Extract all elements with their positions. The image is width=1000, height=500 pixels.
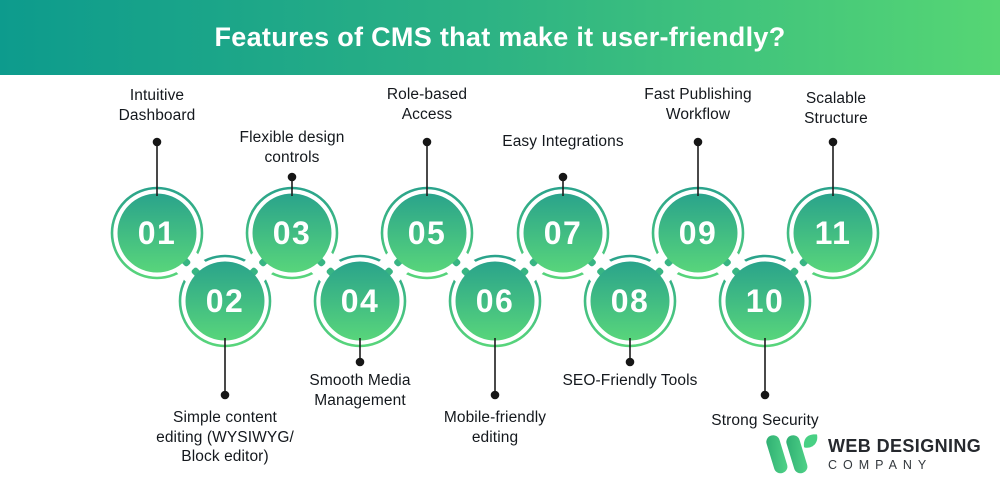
feature-label-05: Role-based Access (386, 86, 468, 123)
circle-fill-04 (320, 261, 400, 341)
feature-label-07: Easy Integrations (502, 133, 624, 150)
feature-label-06: Mobile-friendly editing (443, 409, 547, 446)
feature-label-10: Strong Security (711, 412, 819, 429)
feature-label-04: Smooth Media Management (309, 372, 411, 409)
connector-dot-01 (152, 137, 162, 147)
connector-dot-10 (760, 390, 770, 400)
header-banner: Features of CMS that make it user-friend… (0, 0, 1000, 75)
circle-fill-02 (185, 261, 265, 341)
circle-fill-03 (252, 193, 332, 273)
circle-fill-07 (523, 193, 603, 273)
feature-label-09: Fast Publishing Workflow (644, 86, 752, 123)
brand-logo: WEB DESIGNING COMPANY (762, 432, 981, 476)
connector-dot-07 (558, 172, 568, 182)
feature-label-11: Scalable Structure (804, 90, 868, 127)
feature-label-08: SEO-Friendly Tools (562, 372, 698, 389)
logo-w-icon (766, 434, 818, 474)
circle-fill-06 (455, 261, 535, 341)
circle-fill-05 (387, 193, 467, 273)
feature-label-03: Flexible design controls (239, 129, 345, 166)
circle-fill-10 (725, 261, 805, 341)
circle-fill-11 (793, 193, 873, 273)
logo-text: WEB DESIGNING COMPANY (828, 437, 981, 472)
connector-dot-03 (287, 172, 297, 182)
connector-dot-05 (422, 137, 432, 147)
circle-fill-01 (117, 193, 197, 273)
feature-label-01: Intuitive Dashboard (118, 87, 196, 124)
circle-fill-09 (658, 193, 738, 273)
connector-dot-04 (355, 357, 365, 367)
circle-fills (117, 193, 873, 341)
connector-dot-09 (693, 137, 703, 147)
connector-dots (152, 137, 838, 400)
circle-fill-08 (590, 261, 670, 341)
page-title: Features of CMS that make it user-friend… (214, 22, 786, 52)
connector-dot-11 (828, 137, 838, 147)
connector-dot-08 (625, 357, 635, 367)
logo-subtitle: COMPANY (828, 457, 933, 472)
logo-name: WEB DESIGNING (828, 435, 982, 456)
feature-label-02: Simple content editing (WYSIWYG/ Block e… (156, 409, 294, 465)
connector-dot-02 (220, 390, 230, 400)
connector-dot-06 (490, 390, 500, 400)
